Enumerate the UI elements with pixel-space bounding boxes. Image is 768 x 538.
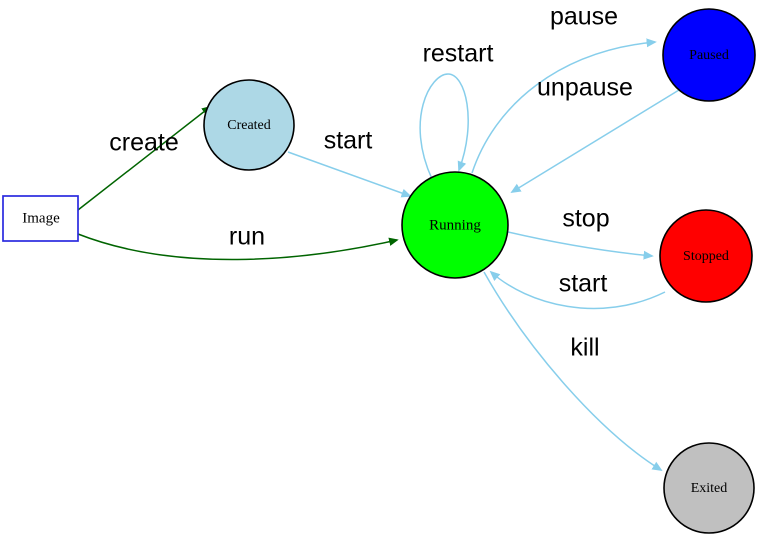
node-exited-shape: [663, 442, 755, 534]
edge-restart-path: [419, 73, 469, 180]
edge-label-start-stopped: start: [559, 270, 608, 298]
edge-run[interactable]: run: [77, 223, 399, 261]
node-created-shape: [203, 79, 295, 171]
node-exited[interactable]: Exited: [663, 442, 755, 534]
node-paused[interactable]: Paused: [662, 8, 756, 102]
node-created-label: Created: [227, 118, 271, 133]
edge-label-start-created: start: [324, 127, 373, 155]
edge-label-unpause: unpause: [537, 74, 633, 102]
edge-start-created[interactable]: start: [287, 127, 412, 198]
node-exited-label: Exited: [691, 481, 728, 496]
edge-label-kill: kill: [570, 334, 599, 362]
nodes-layer: Image Created Running Paused Stopped: [2, 8, 756, 534]
edge-create-path: [77, 105, 212, 211]
edge-label-pause: pause: [550, 3, 618, 31]
edges-layer: create run start restart pause: [77, 3, 680, 471]
edge-stop[interactable]: stop: [507, 205, 654, 260]
node-image-shape: [2, 195, 79, 242]
node-running-shape: [401, 171, 509, 279]
edge-label-stop: stop: [562, 205, 609, 233]
node-stopped-label: Stopped: [683, 249, 729, 264]
edge-stop-path: [507, 231, 654, 260]
edge-label-run: run: [229, 223, 265, 251]
edge-kill-path: [483, 271, 663, 471]
edge-pause-path: [471, 38, 657, 174]
edge-restart[interactable]: restart: [419, 40, 494, 180]
edge-unpause[interactable]: unpause: [510, 74, 680, 193]
node-stopped-shape: [659, 209, 753, 303]
node-stopped[interactable]: Stopped: [659, 209, 753, 303]
edge-label-restart: restart: [423, 40, 494, 68]
edge-start-created-path: [287, 151, 412, 198]
node-running-label: Running: [429, 217, 481, 233]
edge-unpause-path: [510, 89, 680, 193]
node-paused-label: Paused: [689, 48, 729, 63]
edge-start-stopped-path: [489, 270, 666, 310]
node-running[interactable]: Running: [401, 171, 509, 279]
node-image-label: Image: [22, 210, 60, 226]
node-image[interactable]: Image: [2, 195, 79, 242]
edge-kill[interactable]: kill: [483, 271, 663, 471]
edge-start-stopped[interactable]: start: [489, 270, 666, 310]
edge-pause[interactable]: pause: [471, 3, 657, 174]
node-created[interactable]: Created: [203, 79, 295, 171]
edge-run-path: [77, 233, 399, 261]
node-paused-shape: [662, 8, 756, 102]
edge-create[interactable]: create: [77, 105, 212, 211]
edge-label-create: create: [109, 129, 178, 157]
